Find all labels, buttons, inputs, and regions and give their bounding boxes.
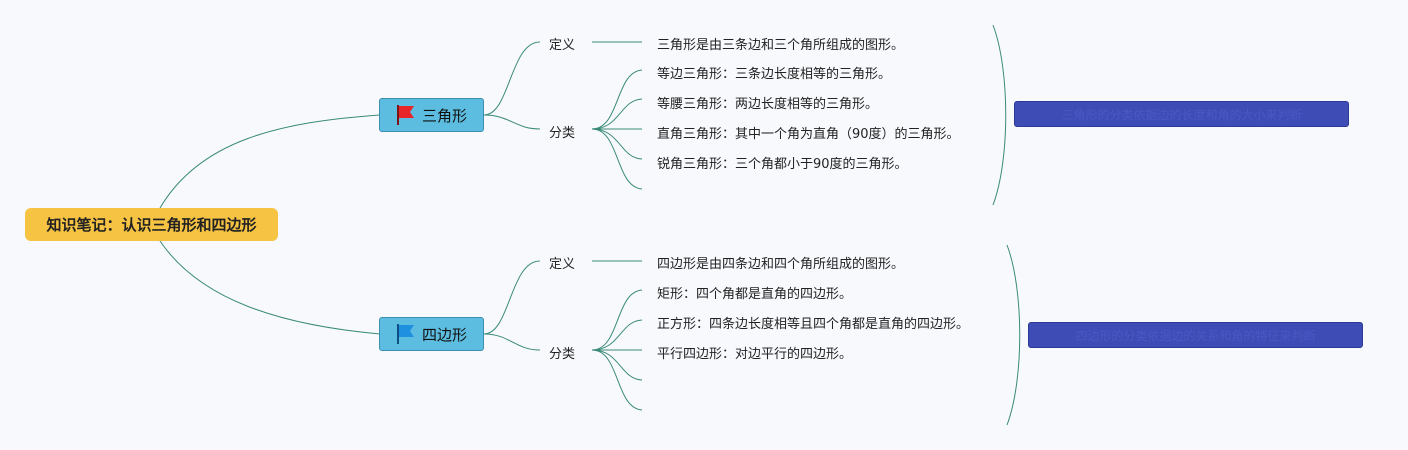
blue-flag-icon xyxy=(396,324,414,344)
definition-label[interactable]: 定义 xyxy=(549,38,576,53)
list-item[interactable]: 平行四边形：对边平行的四边形。 xyxy=(657,347,853,362)
classification-label[interactable]: 分类 xyxy=(549,347,576,362)
root-title: 知识笔记：认识三角形和四边形 xyxy=(46,216,257,234)
list-item[interactable]: 正方形：四条边长度相等且四个角都是直角的四边形。 xyxy=(657,317,970,332)
summary-text: 四边形的分类依据边的关系和角的特征来判断 xyxy=(1075,328,1316,343)
definition-text[interactable]: 四边形是由四条边和四个角所组成的图形。 xyxy=(657,257,905,272)
list-item[interactable]: 等边三角形：三条边长度相等的三角形。 xyxy=(657,67,892,82)
list-item[interactable]: 锐角三角形：三个角都小于90度的三角形。 xyxy=(657,157,908,172)
summary-box[interactable]: 三角形的分类依据边的长度和角的大小来判断 xyxy=(1014,101,1349,127)
classification-label[interactable]: 分类 xyxy=(549,126,576,141)
branch-title: 三角形 xyxy=(421,106,467,125)
branch-triangle[interactable]: 三角形 xyxy=(379,98,484,132)
list-item[interactable]: 直角三角形：其中一个角为直角（90度）的三角形。 xyxy=(657,127,960,142)
list-item[interactable]: 矩形：四个角都是直角的四边形。 xyxy=(657,287,853,302)
summary-box[interactable]: 四边形的分类依据边的关系和角的特征来判断 xyxy=(1028,322,1363,348)
definition-text[interactable]: 三角形是由三条边和三个角所组成的图形。 xyxy=(657,38,905,53)
red-flag-icon xyxy=(396,105,414,125)
list-item[interactable]: 等腰三角形：两边长度相等的三角形。 xyxy=(657,97,879,112)
branch-quadrilateral[interactable]: 四边形 xyxy=(379,317,484,351)
root-topic[interactable]: 知识笔记：认识三角形和四边形 xyxy=(25,208,278,241)
definition-label[interactable]: 定义 xyxy=(549,257,576,272)
summary-text: 三角形的分类依据边的长度和角的大小来判断 xyxy=(1061,107,1302,122)
branch-title: 四边形 xyxy=(421,325,467,344)
